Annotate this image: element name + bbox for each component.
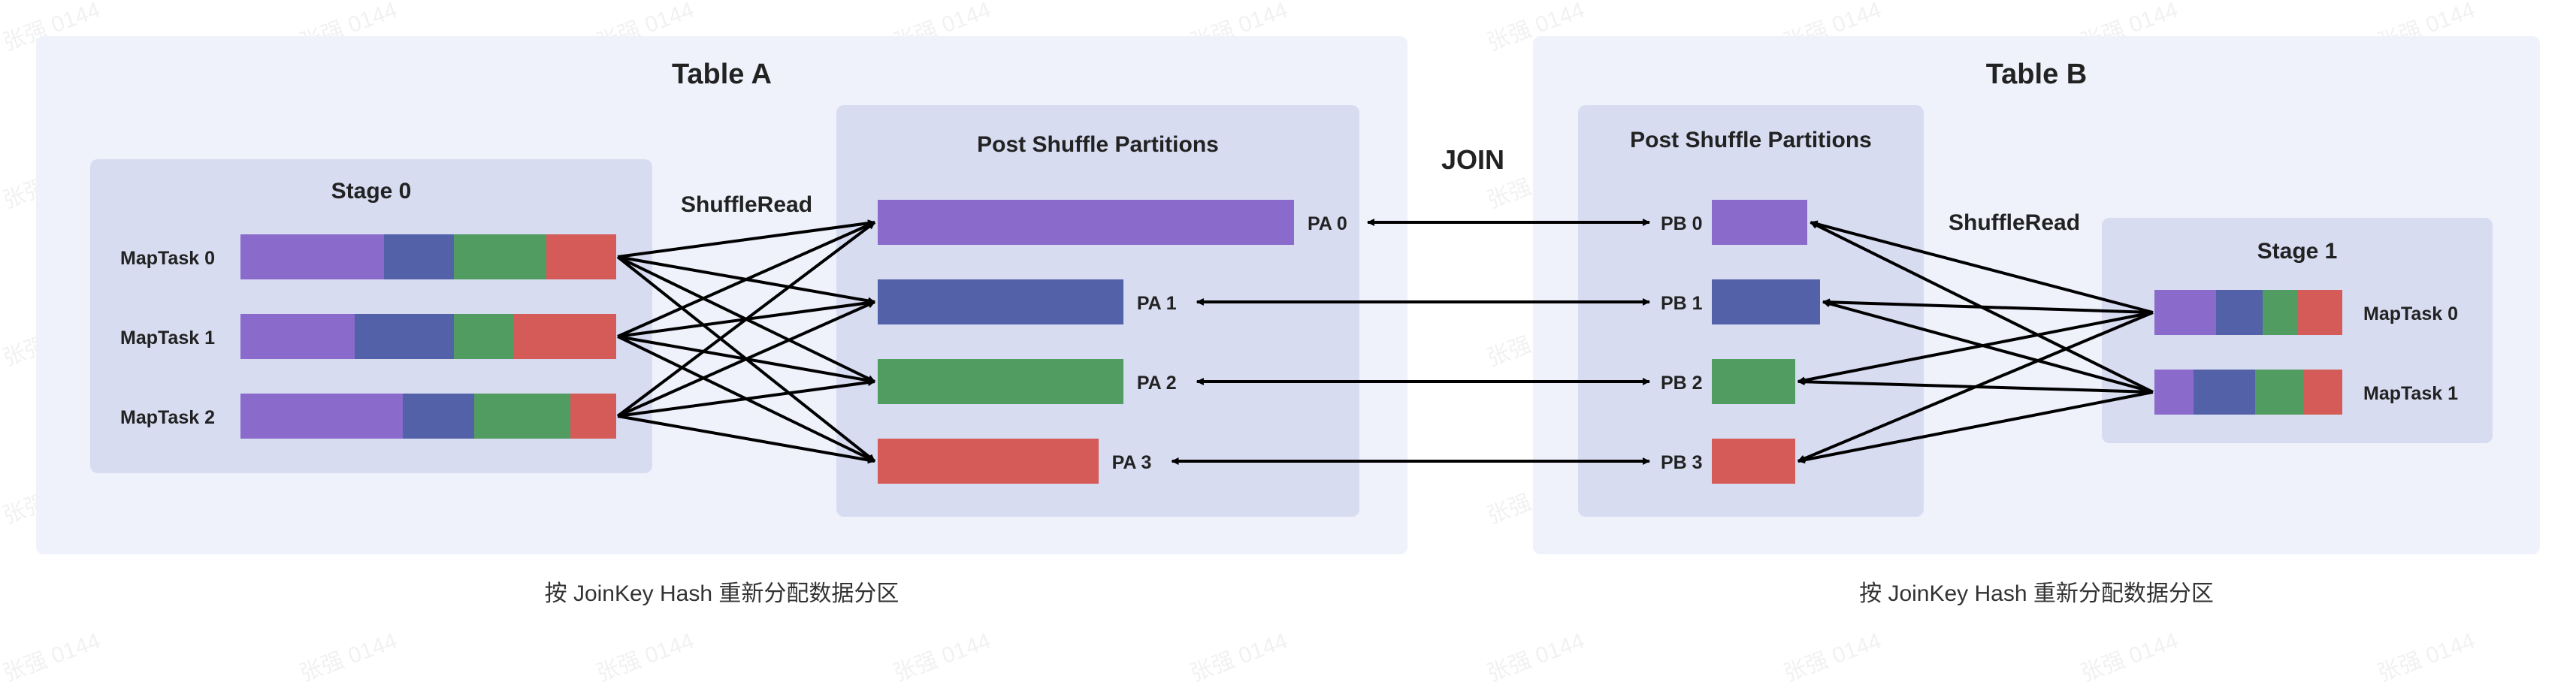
shuffle-read-label-b: ShuffleRead	[1949, 210, 2081, 235]
watermark-text: 张强 0144	[0, 628, 104, 686]
partition-a-bar	[878, 279, 1123, 324]
maptask-b-label: MapTask 0	[2363, 303, 2458, 324]
post-shuffle-title-a: Post Shuffle Partitions	[977, 132, 1219, 157]
partition-a-bar-segment-purple	[878, 200, 1294, 245]
partition-b-bar	[1712, 359, 1795, 404]
watermark-text: 张强 0144	[296, 628, 401, 686]
maptask-b-bar	[2154, 290, 2342, 335]
table-a-title: Table A	[671, 59, 772, 90]
maptask-b-bar-segment-blue	[2194, 370, 2255, 415]
partition-b-bar-segment-blue	[1712, 279, 1821, 324]
maptask-a-bar-segment-purple	[240, 394, 403, 439]
maptask-a-bar	[240, 234, 616, 279]
watermark-text: 张强 0144	[890, 628, 994, 686]
partition-a-label: PA 2	[1136, 373, 1177, 394]
partition-a-bar	[878, 200, 1294, 245]
partition-a-bar-segment-green	[878, 359, 1123, 404]
partition-b-bar	[1712, 439, 1795, 484]
maptask-b-bar	[2154, 370, 2342, 415]
maptask-a-bar-segment-blue	[354, 314, 455, 359]
partition-b-bar-segment-green	[1712, 359, 1795, 404]
shuffle-read-label-a: ShuffleRead	[681, 192, 813, 217]
stage-1-title: Stage 1	[2257, 239, 2338, 264]
watermark-text: 张强 0144	[2374, 628, 2478, 686]
maptask-b-bar-segment-red	[2302, 370, 2342, 415]
partition-b-bar-segment-red	[1712, 439, 1795, 484]
maptask-a-bar-segment-red	[513, 314, 616, 359]
partition-b-bar	[1712, 279, 1821, 324]
partition-a-label: PA 3	[1111, 452, 1152, 473]
table-a-caption: 按 JoinKey Hash 重新分配数据分区	[544, 581, 899, 606]
partition-b-label: PB 2	[1661, 373, 1703, 394]
maptask-b-bar-segment-purple	[2154, 370, 2194, 415]
partition-b-label: PB 3	[1661, 452, 1703, 473]
maptask-b-bar-segment-purple	[2154, 290, 2217, 335]
maptask-a-bar-segment-purple	[240, 234, 384, 279]
maptask-b-label: MapTask 1	[2363, 383, 2458, 404]
maptask-b-bar-segment-red	[2298, 290, 2342, 335]
stage-0-title: Stage 0	[331, 179, 412, 204]
watermark-text: 张强 0144	[1187, 628, 1291, 686]
maptask-a-bar-segment-red	[546, 234, 616, 279]
partition-a-bar-segment-red	[878, 439, 1099, 484]
maptask-a-bar-segment-purple	[240, 314, 355, 359]
maptask-a-bar	[240, 314, 616, 359]
maptask-a-bar-segment-green	[454, 314, 514, 359]
partition-a-label: PA 0	[1308, 213, 1347, 234]
maptask-b-bar-segment-green	[2262, 290, 2299, 335]
partition-a-bar	[878, 359, 1123, 404]
maptask-b-bar-segment-green	[2254, 370, 2303, 415]
maptask-a-bar-segment-blue	[383, 234, 454, 279]
maptask-a-label: MapTask 0	[120, 248, 215, 269]
post-shuffle-title-b: Post Shuffle Partitions	[1630, 128, 1872, 152]
watermark-text: 张强 0144	[593, 628, 697, 686]
partition-b-bar	[1712, 200, 1808, 245]
partition-a-bar-segment-blue	[878, 279, 1123, 324]
maptask-a-bar-segment-green	[453, 234, 546, 279]
maptask-a-label: MapTask 1	[120, 327, 215, 349]
table-b-caption: 按 JoinKey Hash 重新分配数据分区	[1859, 581, 2214, 606]
watermark-text: 张强 0144	[2077, 628, 2181, 686]
maptask-a-label: MapTask 2	[120, 407, 215, 428]
maptask-a-bar-segment-blue	[402, 394, 474, 439]
partition-b-label: PB 0	[1661, 213, 1703, 234]
partition-b-label: PB 1	[1661, 293, 1703, 314]
maptask-a-bar-segment-red	[570, 394, 616, 439]
maptask-b-bar-segment-blue	[2216, 290, 2263, 335]
partition-a-bar	[878, 439, 1099, 484]
maptask-a-bar	[240, 394, 616, 439]
table-b-title: Table B	[1985, 59, 2088, 90]
partition-a-label: PA 1	[1136, 293, 1177, 314]
partition-b-bar-segment-purple	[1712, 200, 1808, 245]
maptask-a-bar-segment-green	[473, 394, 571, 439]
watermark-text: 张强 0144	[1780, 628, 1885, 686]
join-label: JOIN	[1441, 144, 1505, 175]
watermark-text: 张强 0144	[1483, 628, 1588, 686]
